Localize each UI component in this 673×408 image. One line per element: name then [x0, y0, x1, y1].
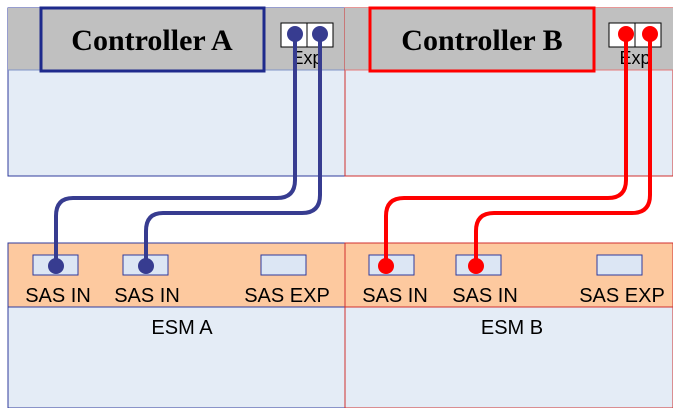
esm-b-sas-in-1-dot [378, 258, 394, 274]
esm-a-name: ESM A [151, 317, 213, 339]
esm-a-sas-in-1-dot [48, 258, 64, 274]
controller-b-title: Controller B [401, 24, 562, 57]
controller-a-title: Controller A [71, 24, 233, 57]
esm-a-port-1-label: SAS IN [25, 285, 91, 307]
controller-a-exp-label: Exp [291, 48, 322, 68]
cable-a-2 [144, 34, 322, 266]
controller-b-title-box [368, 6, 596, 73]
esm-b-port-3 [596, 254, 643, 276]
esm-a-port-3 [260, 254, 307, 276]
esm-a-port-3-label: SAS EXP [244, 285, 330, 307]
cable-b-1 [384, 34, 628, 266]
esm-a: SAS IN SAS IN SAS EXP ESM A [7, 242, 346, 408]
esm-b-port-3-label: SAS EXP [579, 285, 665, 307]
esm-b-port-2-label: SAS IN [452, 285, 518, 307]
controller-a-exp-dot-2 [312, 26, 328, 42]
esm-b-sas-in-2-dot [468, 258, 484, 274]
cable-b-2 [474, 34, 652, 266]
esm-a-sas-in-2-dot [138, 258, 154, 274]
esm-b-port-1-label: SAS IN [362, 285, 428, 307]
cable-a-1 [54, 34, 297, 266]
esm-b-name: ESM B [481, 317, 543, 339]
controller-a-exp-dot-1 [287, 26, 303, 42]
esm-a-port-2-label: SAS IN [114, 285, 180, 307]
esm-b: SAS IN SAS IN SAS EXP ESM B [344, 242, 673, 408]
controller-b-exp-dot-2 [642, 26, 658, 42]
controller-b-exp-dot-1 [618, 26, 634, 42]
controller-a-title-box [39, 6, 266, 73]
